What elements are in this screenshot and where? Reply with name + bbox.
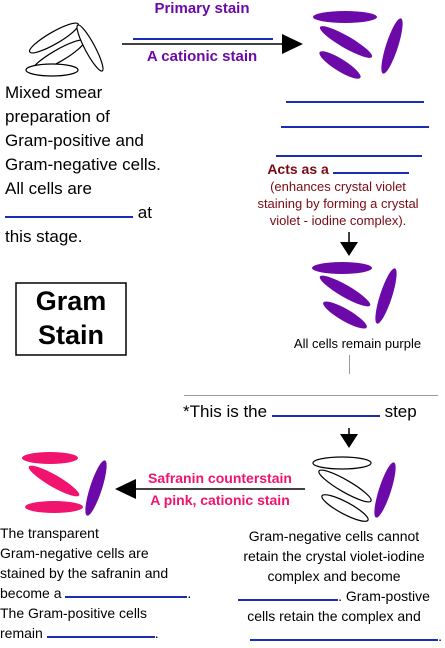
title-box <box>15 282 127 356</box>
decolorized-cells-cluster <box>312 456 396 522</box>
crystal-violet-cells-cluster <box>313 11 403 79</box>
left-line: The transparent <box>0 525 99 541</box>
final-cells-cluster <box>22 452 107 516</box>
smear-line: Gram-negative cells. <box>5 155 161 174</box>
clear-cell <box>318 469 372 503</box>
mordant-desc-line: violet - iodine complex). <box>269 213 407 228</box>
left-line: become a . <box>0 585 192 601</box>
primary-stain-blank <box>133 38 273 40</box>
decolorizer-blank <box>184 395 438 396</box>
step-blank <box>271 414 380 417</box>
purple-cell <box>319 51 361 79</box>
pink-cell <box>28 465 80 497</box>
smear-line: this stage. <box>5 227 83 246</box>
mordant-blank <box>332 171 409 174</box>
right-line: . <box>224 626 444 646</box>
decolorize-connector <box>349 355 350 374</box>
crystal-violet-blank-1 <box>286 101 424 103</box>
right-line: . Gram-postive <box>224 586 444 606</box>
smear-line: All cells are <box>5 179 92 198</box>
smear-line: preparation of <box>5 107 110 126</box>
right-line: Gram-negative cells cannot <box>248 528 420 544</box>
right-line: complex and become <box>267 568 401 584</box>
mordant-desc-line: staining by forming a crystal <box>257 196 419 211</box>
at-text: at <box>137 203 152 222</box>
acts-as-label: Acts as a <box>267 161 329 177</box>
purple-cell <box>374 462 396 518</box>
unstained-cells-cluster <box>25 22 104 77</box>
iodine-cells-cluster <box>312 262 397 329</box>
gram-postive-label: Gram-postive <box>345 588 430 604</box>
arrow-2-head <box>340 242 358 256</box>
purple-cell <box>85 460 107 516</box>
purple-cell <box>312 262 372 274</box>
smear-description: Mixed smear preparation of Gram-positive… <box>5 81 180 249</box>
remain-blank <box>46 635 155 638</box>
mordant-desc-line: (enhances crystal violet <box>270 179 406 194</box>
purple-cell <box>319 26 373 58</box>
clear-cell <box>312 456 372 470</box>
final-left-text: The transparent Gram-negative cells are … <box>0 523 205 643</box>
left-line: remain . <box>0 625 159 641</box>
purple-cell <box>313 11 377 23</box>
step-line: *This is the step <box>183 401 417 423</box>
pink-cell <box>22 452 78 464</box>
mordant-text: Acts as a (enhances crystal violet stain… <box>232 160 444 229</box>
crystal-violet-blank-2 <box>281 126 429 128</box>
left-line: Gram-negative cells are <box>0 545 149 561</box>
smear-line: Mixed smear <box>5 83 103 102</box>
arrow-4-head <box>115 479 136 499</box>
smear-line: Gram-positive and <box>5 131 144 150</box>
step-word: step <box>384 402 417 421</box>
become-blank <box>65 595 188 598</box>
right-line: retain the crystal violet-iodine <box>243 548 425 564</box>
remain-label: remain <box>0 625 43 641</box>
unstained-cell <box>76 24 104 72</box>
left-line: The Gram-positive cells <box>0 605 148 621</box>
title-line-2: Stain <box>37 320 104 350</box>
purple-cell <box>323 301 367 329</box>
pink-cell <box>25 501 83 513</box>
remain-purple-text: All cells remain purple <box>293 336 422 351</box>
cationic-stain-label: A cationic stain <box>146 48 258 65</box>
purple-cell <box>375 268 397 324</box>
pink-stain-label: A pink, cationic stain <box>150 492 290 508</box>
gram-stain-title: Gram Stain <box>16 284 126 352</box>
clear-cell <box>321 494 369 522</box>
title-line-1: Gram <box>35 286 107 316</box>
become-label: become a <box>0 585 62 601</box>
arrow-1-head <box>282 34 303 54</box>
iodine-blank <box>276 155 422 157</box>
left-line: stained by the safranin and <box>0 565 169 581</box>
final-right-text: Gram-negative cells cannot retain the cr… <box>224 526 444 646</box>
step-label: *This is the <box>183 402 268 421</box>
smear-blank-line: at <box>5 201 180 225</box>
cells-are-blank <box>5 215 133 218</box>
unstained-cell <box>28 22 80 54</box>
safranin-label: Safranin counterstain <box>148 470 292 486</box>
right-line: cells retain the complex and <box>247 608 421 624</box>
retain-blank <box>250 638 439 641</box>
acts-as-line: Acts as a <box>232 160 444 178</box>
purple-cell <box>381 18 403 74</box>
arrow-3-head <box>340 434 358 448</box>
purple-cell <box>319 275 371 307</box>
primary-stain-label: Primary stain <box>154 0 250 17</box>
become-negative-blank <box>238 598 339 601</box>
unstained-cell <box>25 63 79 77</box>
